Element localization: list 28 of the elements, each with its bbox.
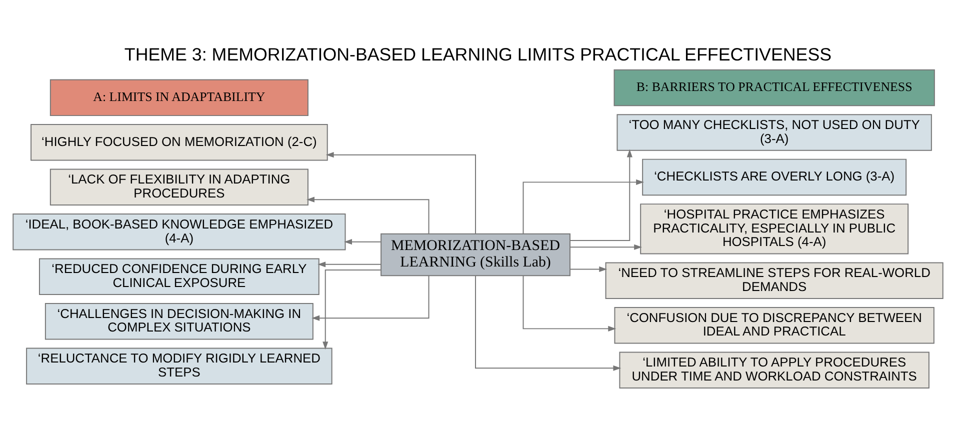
- arrow: [570, 148, 632, 241]
- node-box: B: BARRIERS TO PRACTICAL EFFECTIVENESS: [614, 68, 935, 106]
- arrow: [344, 238, 382, 244]
- node-box: A: LIMITS IN ADAPTABILITY: [50, 78, 308, 116]
- node-box: ‘REDUCED CONFIDENCE DURING EARLY CLINICAL EXPOSURE: [38, 258, 320, 295]
- arrow: [306, 196, 430, 234]
- node-box: MEMORIZATION-BASED LEARNING (Skills Lab): [380, 232, 570, 276]
- arrow: [312, 274, 430, 320]
- arrow: [570, 266, 608, 272]
- node-box: ‘CONFUSION DUE TO DISCREPANCY BETWEEN IDEAL AND PRACTICAL: [614, 306, 934, 344]
- node-box: ‘NEED TO STREAMLINE STEPS FOR REAL-WORLD DEMANDS: [605, 262, 944, 299]
- node-box: ‘RELUCTANCE TO MODIFY RIGIDLY LEARNED STEPS: [26, 347, 332, 384]
- arrow: [522, 178, 644, 234]
- arrow: [322, 269, 382, 350]
- node-box: ‘LACK OF FLEXIBILITY IN ADAPTING PROCEDURES: [50, 168, 308, 206]
- node-box: ‘HIGHLY FOCUSED ON MEMORIZATION (2-C): [30, 124, 328, 160]
- arrow: [318, 261, 382, 267]
- node-box: ‘TOO MANY CHECKLISTS, NOT USED ON DUTY (3-A): [616, 114, 932, 150]
- node-box: ‘IDEAL, BOOK-BASED KNOWLEDGE EMPHASIZED (4-A): [12, 213, 346, 250]
- arrow: [475, 274, 622, 370]
- node-box: ‘HOSPITAL PRACTICE EMPHASIZES PRACTICALITY, ESPECIALLY IN PUBLIC HOSPITALS (4-A): [640, 203, 909, 254]
- arrow: [326, 152, 476, 234]
- node-box: ‘CHALLENGES IN DECISION-MAKING IN COMPLEX SITUATIONS: [44, 302, 314, 340]
- node-box: ‘LIMITED ABILITY TO APPLY PROCEDURES UNDER TIME AND WORKLOAD CONSTRAINTS: [619, 351, 930, 388]
- arrow: [522, 274, 616, 331]
- node-box: ‘CHECKLISTS ARE OVERLY LONG (3-A): [642, 158, 907, 196]
- arrow: [570, 244, 642, 250]
- diagram-title: THEME 3: MEMORIZATION-BASED LEARNING LIMITS PRACTICAL EFFECTIVENESS: [124, 44, 832, 64]
